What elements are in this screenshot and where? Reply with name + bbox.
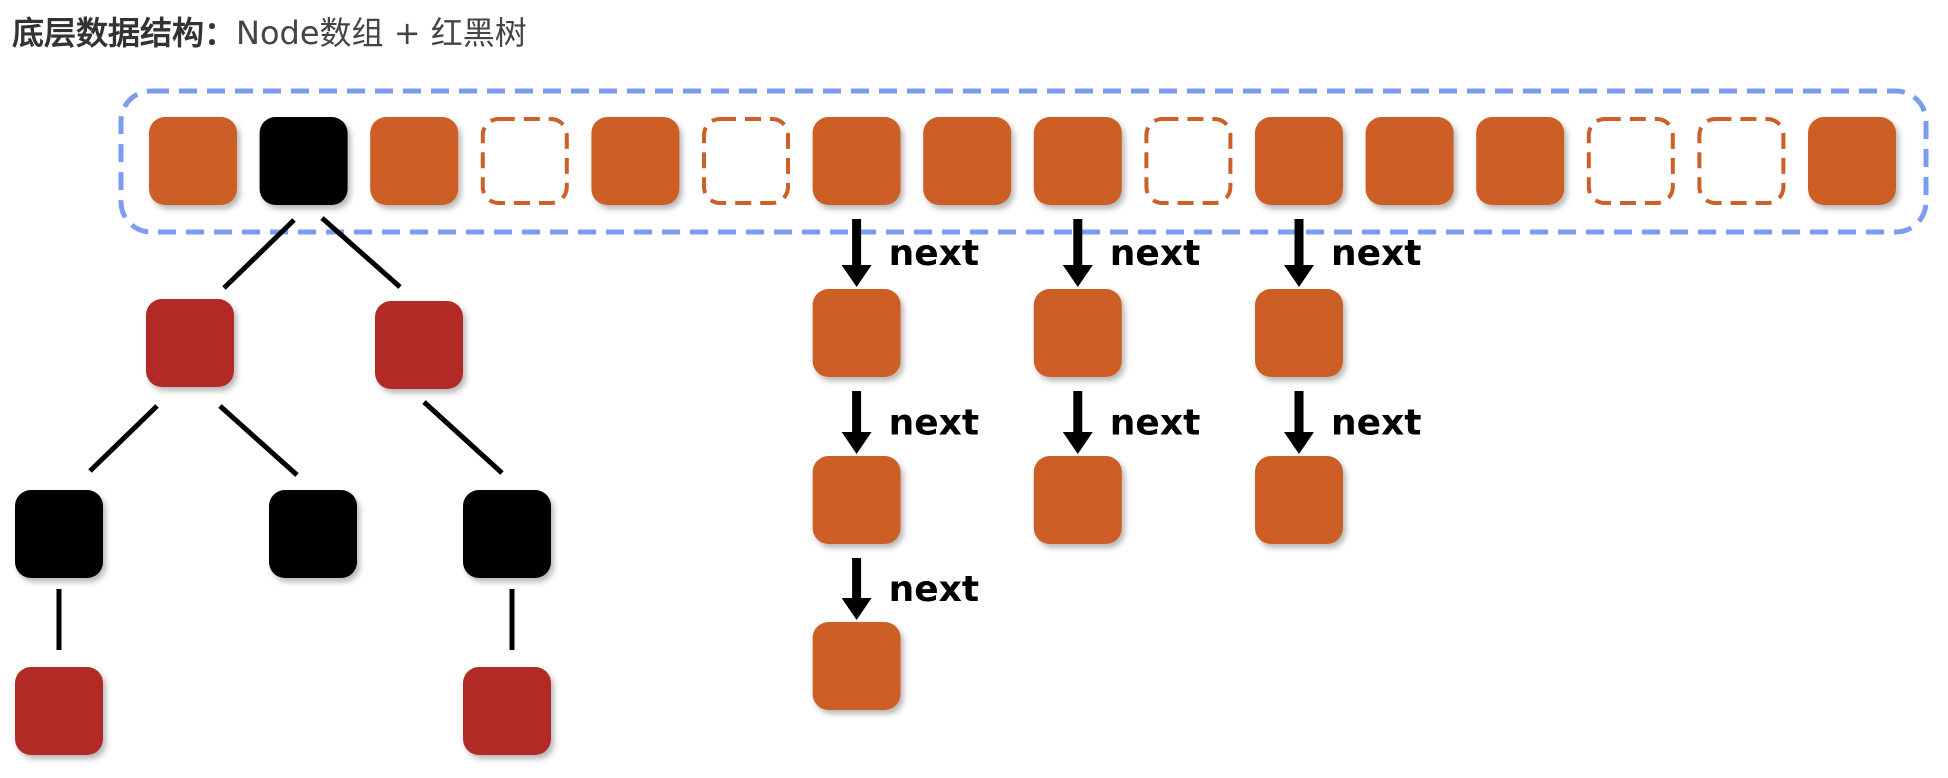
next-arrow-head (841, 598, 872, 620)
chain-node (812, 289, 901, 377)
tree-edge (218, 404, 299, 477)
chains: next next next next next next next (812, 219, 1421, 710)
heading-bold: 底层数据结构： (12, 14, 237, 52)
next-label: next (1110, 403, 1200, 444)
next-label: next (1110, 233, 1200, 274)
chain-node (1033, 289, 1122, 377)
heading-normal: Node数组 + 红黑树 (236, 14, 527, 52)
tree-edges (56, 216, 515, 650)
next-arrow-head (1062, 432, 1093, 454)
array-slot-filled (591, 117, 680, 205)
array-slot-filled (812, 117, 901, 205)
diagram-heading: 底层数据结构：Node数组 + 红黑树 (12, 8, 527, 54)
tree-edge (320, 216, 402, 289)
array-slot-tree-root (259, 117, 348, 205)
next-arrow-head (1284, 265, 1314, 287)
tree-edge (88, 404, 159, 473)
next-label: next (1331, 233, 1421, 274)
chain-node (1255, 456, 1343, 544)
array-slots (149, 117, 1896, 205)
tree-nodes (15, 299, 551, 755)
array-slot-filled (1476, 117, 1565, 205)
tree-edge (422, 400, 504, 475)
tree-node-red (15, 667, 103, 755)
array-slot-filled (149, 117, 237, 205)
tree-edge (222, 218, 296, 290)
next-label: next (1331, 403, 1421, 444)
array-slot-empty (702, 117, 790, 205)
tree-node-red (146, 299, 234, 387)
array-slot-empty (1144, 117, 1233, 205)
array-slot-empty (480, 117, 569, 205)
next-arrow-head (1284, 432, 1314, 454)
array-slot-filled (370, 117, 459, 205)
chain-node (1033, 456, 1122, 544)
chain-node (812, 456, 901, 544)
array-slot-filled (923, 117, 1012, 205)
array-border (118, 88, 1929, 235)
tree-node-black (463, 490, 551, 578)
chain-node (812, 622, 901, 710)
next-label: next (889, 569, 979, 610)
array-slot-empty (1697, 117, 1786, 205)
array-slot-filled (1808, 117, 1896, 205)
array-slot-filled (1255, 117, 1343, 205)
tree-node-black (15, 490, 103, 578)
array-slot-empty (1586, 117, 1675, 205)
next-arrow-head (1062, 265, 1093, 287)
array-slot-filled (1033, 117, 1122, 205)
array-slot-filled (1365, 117, 1454, 205)
chain-node (1255, 289, 1343, 377)
next-label: next (889, 403, 979, 444)
next-arrow-head (841, 432, 872, 454)
next-label: next (889, 233, 979, 274)
tree-node-red (375, 301, 463, 389)
tree-node-red (463, 667, 551, 755)
tree-node-black (269, 490, 357, 578)
next-arrow-head (841, 265, 872, 287)
